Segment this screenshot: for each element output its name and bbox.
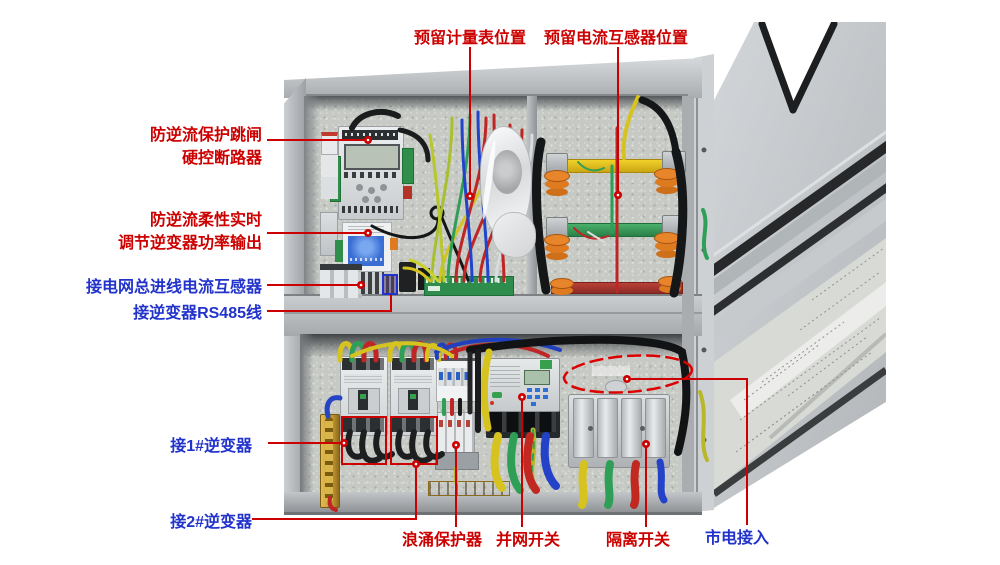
- highlight-box-inverter1-terminals: [341, 416, 387, 465]
- cabinet-shelf-seam: [284, 312, 702, 314]
- gprs-module-blue-label: [348, 236, 384, 266]
- leader-inverter2: [252, 465, 417, 520]
- label-line: 防逆流柔性实时: [149, 212, 262, 229]
- sheet-print-marks: [735, 247, 885, 453]
- ct-coil-stack: [544, 234, 570, 246]
- ats-keypad: [527, 388, 532, 392]
- upper-compartment-top-shadow: [304, 96, 684, 111]
- ats-lcd: [524, 370, 550, 385]
- mcb-blue-toggles: [439, 372, 471, 380]
- door-hinge-strip: [694, 54, 714, 512]
- label-mains-input: 市电接入: [705, 530, 770, 547]
- terminal-strip-screws: [325, 417, 333, 503]
- iso-clamp: [645, 398, 666, 458]
- highlight-box-inverter2-terminals: [390, 416, 438, 465]
- label-rs485-line: 接逆变器RS485线: [133, 305, 262, 322]
- sheet-highlight: [730, 282, 886, 418]
- controller-nav-buttons: [356, 184, 363, 191]
- iso-clamp: [597, 398, 618, 458]
- spd-status-windows: [439, 420, 471, 427]
- grid-ct-terminal-block: [358, 272, 384, 294]
- ats-label-lines: [490, 366, 520, 388]
- ats-green-chip: [540, 360, 552, 369]
- mccb-2-bottom-terminals: [392, 418, 434, 432]
- door-gasket-stripe: [714, 132, 886, 292]
- label-backflow-trip-breaker: 防逆流保护跳闸 硬控断路器: [150, 124, 262, 170]
- leader-rs485: [267, 294, 392, 312]
- ct-coil-stack: [544, 170, 570, 182]
- highlight-ellipse-mains: [562, 354, 694, 394]
- bottom-terminal-row: [428, 481, 510, 496]
- controller-terminal-row: [342, 206, 398, 213]
- controller-left-connector: [330, 156, 341, 202]
- lower-compartment-left-shadow: [300, 334, 314, 492]
- label-inverter2: 接2#逆变器: [170, 514, 252, 531]
- ats-logo: [492, 392, 502, 398]
- iso-screw: [640, 426, 645, 431]
- left-minibreaker-column: [321, 132, 338, 155]
- mccb-1-label: [344, 374, 382, 383]
- cabinet-bottom-frame: [284, 492, 702, 515]
- label-reserved-meter-position: 预留计量表位置: [414, 30, 527, 47]
- controller-lcd: [344, 144, 400, 170]
- label-grid-inlet-ct: 接电网总进线电流互感器: [85, 279, 262, 296]
- label-reserved-ct-position: 预留电流互感器位置: [544, 30, 689, 47]
- controller-right-connector: [402, 148, 414, 184]
- upper-compartment-left-shadow: [304, 96, 320, 294]
- controller-right-red-connector: [403, 186, 412, 199]
- door-gasket-stripe: [714, 174, 886, 332]
- rs485-terminal-block: [384, 274, 397, 294]
- contactor-block-row: [320, 264, 362, 298]
- mccb-1-bottom-terminals: [342, 418, 384, 432]
- mccb-2-green-indicator: [410, 394, 416, 399]
- door-edge-stripe: [714, 148, 886, 310]
- label-backflow-power-adjust: 防逆流柔性实时 调节逆变器功率输出: [118, 209, 262, 255]
- mains-panel-sticker: [592, 366, 630, 376]
- gprs-orange-connector: [390, 238, 398, 250]
- ct-coil-stack: [658, 276, 682, 287]
- ct-coil-stack: [550, 278, 574, 289]
- pcb-label: [428, 286, 440, 291]
- iso-screw: [588, 426, 593, 431]
- door-bottom-gasket: [714, 367, 886, 497]
- label-line: 调节逆变器功率输出: [117, 235, 262, 252]
- leader-mains-input: [627, 378, 748, 525]
- bag-lower-fold: [492, 212, 536, 258]
- mccb-2-rocker: [408, 390, 418, 410]
- door-gap: [760, 22, 836, 112]
- upper-compartment-divider: [527, 96, 537, 294]
- gprs-left-connector: [335, 240, 343, 262]
- door-gasket-edge: [758, 22, 797, 114]
- iso-clamp: [573, 398, 594, 458]
- mccb-1-rocker: [358, 390, 368, 410]
- gprs-label-ticks: [350, 258, 382, 261]
- label-isolation-switch: 隔离开关: [606, 532, 671, 549]
- door-edge-stripe: [714, 192, 886, 358]
- controller-key-row: [344, 172, 396, 178]
- label-surge-protector: 浪涌保护器: [402, 532, 483, 549]
- sheet-seam: [768, 332, 886, 440]
- door-gasket-edge: [789, 22, 838, 114]
- label-line: 硬控断路器: [181, 150, 262, 167]
- mccb-2-label: [394, 374, 432, 383]
- mccb-1-green-indicator: [360, 394, 366, 399]
- bag-contents: [492, 150, 522, 194]
- door-edge-highlight: [714, 120, 886, 274]
- leader-dots: [340, 136, 650, 468]
- label-grid-tie-switch: 并网开关: [496, 532, 561, 549]
- label-line: 防逆流保护跳闸: [149, 127, 262, 144]
- ats-led: [490, 401, 494, 405]
- highlight-box-rs485-terminals: [382, 274, 398, 295]
- label-inverter1: 接1#逆变器: [170, 438, 252, 455]
- controller-nameplate-text: [345, 133, 395, 136]
